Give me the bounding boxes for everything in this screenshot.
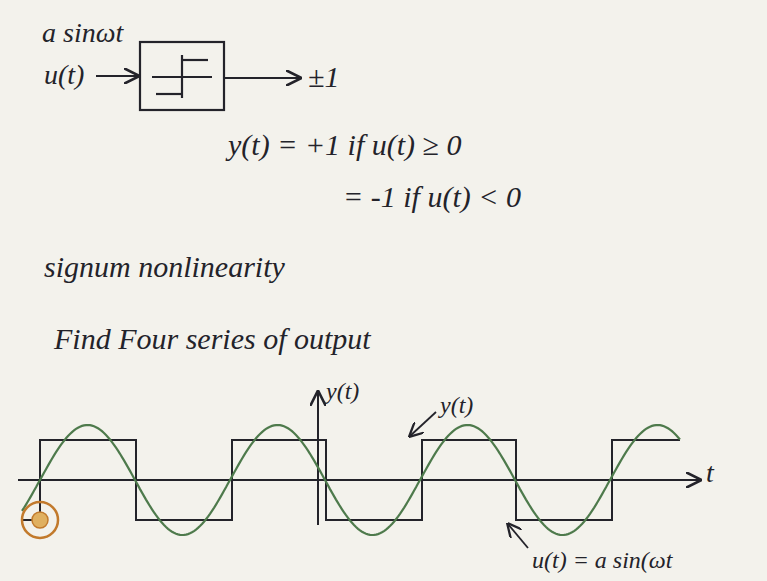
axis-label: y(t) — [326, 378, 359, 404]
output-arrow — [225, 77, 300, 79]
note-text: Find Four series of output — [54, 322, 371, 355]
square-wave — [22, 440, 680, 520]
note-text: signum nonlinearity — [44, 250, 285, 283]
definition-line: = -1 if u(t) < 0 — [343, 180, 521, 213]
signal-name: u(t) — [44, 60, 84, 91]
signum-block — [140, 42, 224, 110]
definition-line: y(t) = +1 if u(t) ≥ 0 — [228, 128, 462, 161]
time-axis — [18, 479, 700, 481]
sine-wave — [22, 425, 680, 535]
signum-symbol — [152, 55, 212, 98]
axis-label: t — [706, 458, 714, 489]
signal-name: y(t) — [440, 392, 473, 418]
leader-line — [410, 412, 436, 436]
y-axis — [317, 392, 319, 525]
logo — [22, 502, 58, 538]
leader-line — [508, 524, 528, 548]
logo — [32, 512, 48, 528]
output-value: ±1 — [308, 60, 339, 93]
input-arrow — [96, 75, 138, 77]
signal-name: a sinωt — [42, 18, 123, 49]
signal-name: u(t) = a sin(ωt — [532, 547, 672, 573]
